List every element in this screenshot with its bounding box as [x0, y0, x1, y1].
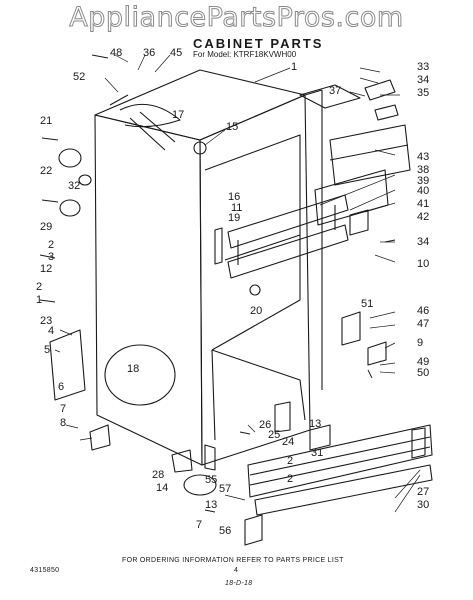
- callout-2d: 2: [287, 473, 294, 485]
- callout-4: 4: [48, 325, 55, 337]
- callout-12: 12: [40, 263, 53, 275]
- document-number: 4315850: [30, 567, 60, 574]
- left-components: [49, 141, 261, 496]
- callout-15: 15: [226, 121, 239, 133]
- callout-33: 33: [417, 61, 430, 73]
- callout-22: 22: [40, 165, 53, 177]
- callout-46: 46: [417, 305, 430, 317]
- callout-56: 56: [219, 525, 232, 537]
- callout-51: 51: [361, 298, 374, 310]
- callout-50: 50: [417, 367, 430, 379]
- watermark: AppliancePartsPros.com: [69, 2, 404, 34]
- callout-1: 1: [291, 61, 298, 73]
- callout-18: 18: [127, 363, 140, 375]
- callout-7b: 7: [196, 519, 203, 531]
- callout-17: 17: [172, 109, 185, 121]
- callout-39: 39: [417, 175, 430, 187]
- page-number: 4: [234, 567, 239, 574]
- callout-13b: 13: [205, 499, 218, 511]
- callout-42: 42: [417, 211, 430, 223]
- callout-37: 37: [329, 85, 342, 97]
- callout-35: 35: [417, 87, 430, 99]
- callout-31: 31: [311, 447, 324, 459]
- callout-49: 49: [417, 356, 430, 368]
- callout-27: 27: [417, 486, 430, 498]
- callout-26: 26: [259, 419, 272, 431]
- screws: [39, 54, 396, 513]
- leader-lines: [54, 54, 421, 513]
- callout-52: 52: [73, 71, 86, 83]
- callout-57: 57: [219, 483, 232, 495]
- callout-7a: 7: [60, 403, 67, 415]
- condenser-tubing: [109, 94, 181, 151]
- callout-2b: 2: [36, 281, 43, 293]
- callout-40: 40: [417, 185, 430, 197]
- callout-3: 3: [48, 251, 55, 263]
- base-grille: [244, 424, 433, 546]
- diagram-title: CABINET PARTS: [193, 36, 324, 51]
- callout-30: 30: [417, 499, 430, 511]
- cabinet-shell: [94, 69, 323, 471]
- callout-21: 21: [40, 115, 53, 127]
- date-code: 18-D-18: [225, 580, 253, 587]
- callout-8: 8: [60, 417, 67, 429]
- ordering-info: FOR ORDERING INFORMATION REFER TO PARTS …: [122, 557, 344, 564]
- callout-29: 29: [40, 221, 53, 233]
- callout-14: 14: [156, 482, 169, 494]
- callout-11: 11: [231, 202, 243, 214]
- callout-48: 48: [110, 47, 123, 59]
- callout-9: 9: [417, 337, 424, 349]
- callout-34: 34: [417, 74, 430, 86]
- callout-23: 23: [40, 315, 53, 327]
- callout-1b: 1: [36, 294, 43, 306]
- callout-20: 20: [250, 305, 263, 317]
- callout-32: 32: [68, 180, 81, 192]
- callout-47: 47: [417, 318, 430, 330]
- model-number: For Model: KTRF18KVWH00: [193, 50, 297, 59]
- callout-38: 38: [417, 164, 430, 176]
- callout-55: 55: [205, 474, 218, 486]
- callout-2c: 2: [287, 455, 294, 467]
- callout-36: 36: [143, 47, 156, 59]
- callout-10: 10: [417, 258, 430, 270]
- right-brackets: [341, 79, 399, 366]
- callout-41: 41: [417, 198, 430, 210]
- callout-19: 19: [228, 212, 241, 224]
- callout-13a: 13: [309, 418, 322, 430]
- callout-25: 25: [268, 429, 281, 441]
- cross-rail: [227, 194, 349, 279]
- callout-2a: 2: [48, 239, 55, 251]
- callout-28: 28: [152, 469, 165, 481]
- callout-5: 5: [44, 344, 51, 356]
- callout-6: 6: [58, 381, 65, 393]
- callout-16: 16: [228, 191, 241, 203]
- callout-34b: 34: [417, 236, 430, 248]
- callout-24: 24: [282, 436, 295, 448]
- callout-45: 45: [170, 47, 183, 59]
- callout-43: 43: [417, 151, 430, 163]
